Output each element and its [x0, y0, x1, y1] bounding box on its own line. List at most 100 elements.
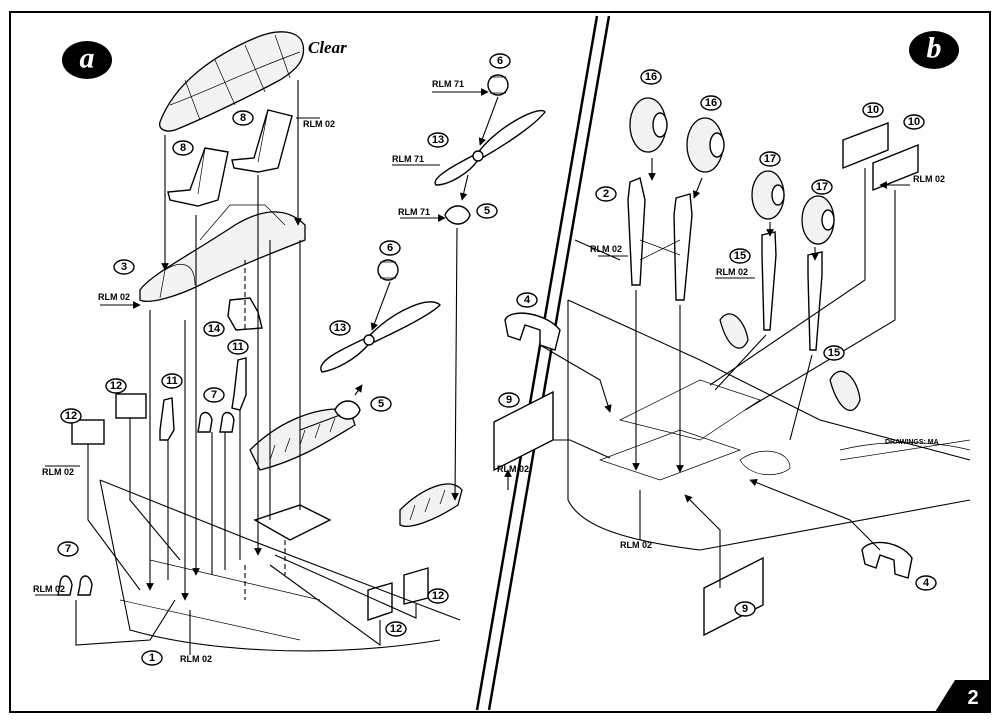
part-7-upper: [197, 411, 235, 433]
svg-text:9: 9: [506, 394, 512, 406]
engine-nacelle-left: [249, 408, 356, 471]
svg-text:3: 3: [121, 261, 127, 273]
rlm02-seat: RLM 02: [303, 119, 335, 129]
callout-15a: 15: [729, 248, 751, 264]
box-part-12b: [115, 393, 147, 419]
svg-text:15: 15: [734, 250, 746, 262]
callout-1: 1: [141, 650, 163, 666]
svg-text:6: 6: [497, 55, 503, 67]
wheel-16-right: [686, 117, 725, 173]
panel-b-letter: b: [927, 32, 942, 65]
spinner-6-right: [487, 74, 509, 96]
rlm02-floor: RLM 02: [180, 654, 212, 664]
drawings-credit: DRAWINGS: MA: [885, 439, 939, 446]
rlm02-strut: RLM 02: [590, 244, 622, 254]
rlm02-door10: RLM 02: [913, 174, 945, 184]
callout-5b: 5: [476, 203, 498, 219]
callout-17a: 17: [759, 151, 781, 167]
spinner-cap-5-right: [444, 205, 471, 225]
panel-a-letter: a: [80, 42, 95, 75]
page-number: 2: [967, 687, 978, 709]
page-number-tab: 2: [935, 680, 990, 712]
rlm02-bay: RLM 02: [620, 540, 652, 550]
assembly-lines-b: [504, 158, 910, 588]
svg-text:9: 9: [742, 603, 748, 615]
callout-11b: 11: [227, 339, 249, 355]
page-border: [9, 11, 991, 713]
part-14-bracket: [227, 297, 263, 331]
svg-text:2: 2: [603, 188, 609, 200]
seat-part-left: [167, 147, 229, 207]
callout-14: 14: [203, 321, 225, 337]
callout-16a: 16: [640, 69, 662, 85]
svg-text:4: 4: [524, 294, 531, 306]
gear-door-9b: [703, 556, 764, 637]
wheel-17-left: [751, 170, 785, 220]
svg-text:7: 7: [65, 543, 71, 555]
svg-text:17: 17: [816, 181, 828, 193]
part-4-lower: [861, 541, 913, 579]
svg-text:1: 1: [149, 652, 155, 664]
callout-12b: 12: [105, 378, 127, 394]
spinner-6-left: [377, 259, 399, 281]
callout-3: 3: [113, 259, 135, 275]
panel-a-badge: a: [62, 41, 112, 79]
panel-divider: [475, 15, 611, 711]
callout-12c: 12: [385, 621, 407, 637]
svg-text:13: 13: [432, 134, 444, 146]
propeller-13-left: [320, 301, 441, 373]
callout-2: 2: [595, 186, 617, 202]
svg-text:12: 12: [110, 380, 122, 392]
svg-text:13: 13: [334, 322, 346, 334]
paint-callouts: RLM 02 RLM 02 RLM 02 RLM 02 RLM 02 RLM 7…: [33, 79, 945, 664]
callout-13a: 13: [329, 320, 351, 336]
part-11-left: [159, 397, 175, 441]
part-11-right: [231, 357, 247, 411]
callout-17b: 17: [811, 179, 833, 195]
rlm02-door9: RLM 02: [497, 464, 529, 474]
panel-part-12d: [403, 567, 429, 605]
callout-9b: 9: [734, 601, 756, 617]
callout-9a: 9: [498, 392, 520, 408]
callout-4b: 4: [915, 575, 937, 591]
rlm02-box: RLM 02: [42, 467, 74, 477]
clear-label: Clear: [308, 38, 347, 57]
callout-10a: 10: [862, 102, 884, 118]
rlm71-prop: RLM 71: [392, 154, 424, 164]
rlm02-tub: RLM 02: [98, 292, 130, 302]
svg-text:14: 14: [208, 323, 221, 335]
tail-gear-strut-15-right: [807, 251, 823, 351]
callout-6b: 6: [489, 53, 511, 69]
panel-b-badge: b: [909, 31, 959, 69]
wheel-17-right: [801, 195, 835, 245]
tail-gear-strut-15-left: [761, 231, 777, 331]
callout-7a: 7: [203, 387, 225, 403]
svg-text:16: 16: [705, 97, 717, 109]
engine-nacelle-right: [399, 483, 463, 527]
callout-4a: 4: [516, 292, 538, 308]
box-part-12a: [71, 419, 105, 445]
svg-text:16: 16: [645, 71, 657, 83]
callout-8b: 8: [232, 110, 254, 126]
svg-text:5: 5: [484, 205, 490, 217]
svg-text:5: 5: [378, 398, 384, 410]
callout-7b: 7: [57, 541, 79, 557]
svg-text:12: 12: [65, 410, 77, 422]
rlm02-part7: RLM 02: [33, 584, 65, 594]
callout-12a: 12: [60, 408, 82, 424]
svg-text:11: 11: [232, 341, 244, 353]
callout-16b: 16: [700, 95, 722, 111]
wheel-16-left: [629, 97, 668, 153]
part-4-upper: [504, 312, 561, 351]
svg-text:11: 11: [166, 375, 178, 387]
svg-text:8: 8: [240, 112, 246, 124]
svg-text:7: 7: [211, 389, 217, 401]
canopy-part: [159, 31, 305, 132]
callout-15b: 15: [823, 345, 845, 361]
svg-text:10: 10: [867, 104, 879, 116]
callout-10b: 10: [903, 114, 925, 130]
assembly-lines-a: [35, 80, 499, 655]
callout-12d: 12: [427, 588, 449, 604]
part-7-lower: [57, 575, 93, 596]
